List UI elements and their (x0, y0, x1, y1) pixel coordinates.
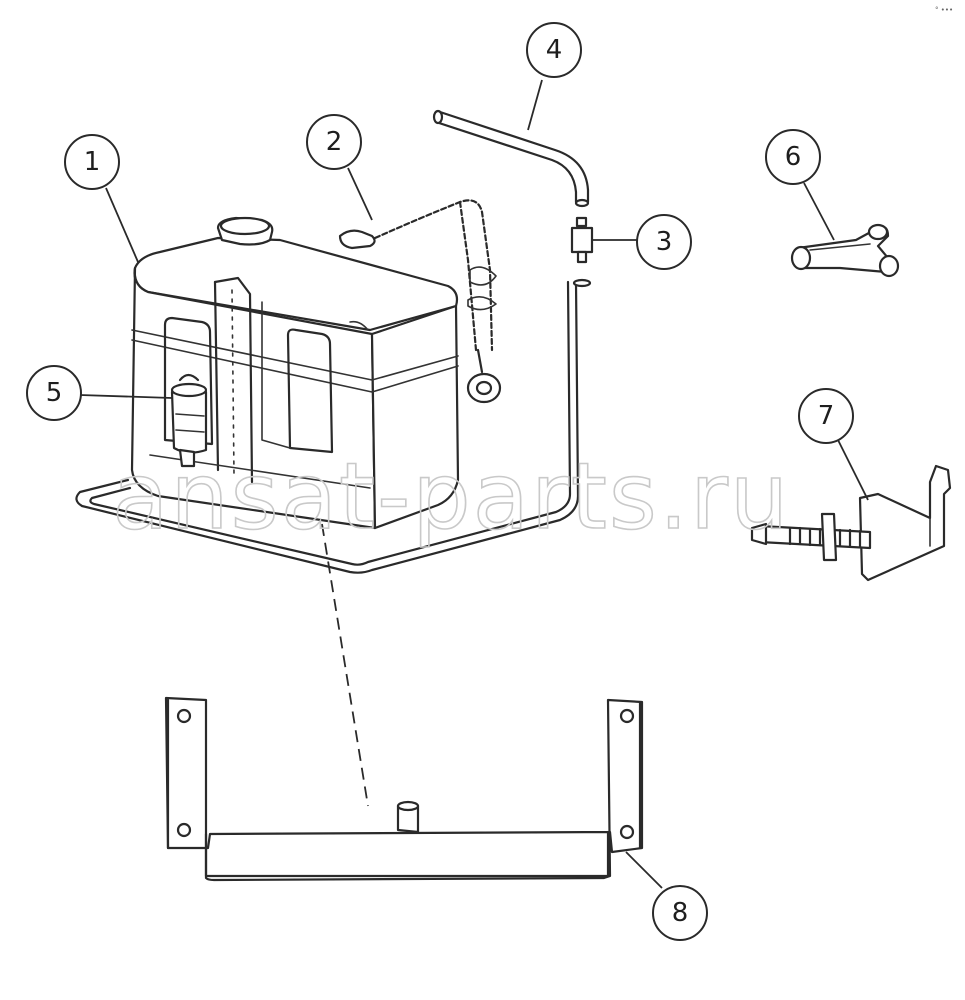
svg-text:7: 7 (818, 401, 835, 431)
mounting-bracket (164, 696, 644, 882)
hose-straight (572, 278, 592, 288)
svg-text:3: 3 (656, 227, 673, 257)
hose-bent (432, 109, 590, 208)
callout-6: 6 (765, 129, 821, 185)
tank-mounting-loop (75, 280, 580, 574)
wiring-harness (338, 199, 502, 404)
svg-text:4: 4 (546, 35, 563, 65)
callout-2: 2 (306, 114, 362, 170)
leader-lines (79, 79, 869, 889)
callout-3: 3 (636, 214, 692, 270)
corner-mark: ° ••• (935, 6, 953, 14)
svg-text:6: 6 (785, 142, 802, 172)
callout-5: 5 (26, 365, 82, 421)
callout-1: 1 (64, 134, 120, 190)
hose-connector (570, 216, 594, 264)
svg-text:5: 5 (46, 378, 63, 408)
callout-7: 7 (798, 388, 854, 444)
tee-connector (790, 223, 900, 278)
assembly-line (321, 523, 369, 807)
svg-text:2: 2 (326, 127, 343, 157)
callout-4: 4 (526, 22, 582, 78)
washer-pump (170, 373, 208, 468)
watermark-text: ansat-parts.ru (112, 443, 790, 550)
svg-text:8: 8 (672, 898, 689, 928)
svg-text:1: 1 (84, 147, 101, 177)
washer-nozzle (750, 464, 952, 582)
callout-8: 8 (652, 885, 708, 941)
